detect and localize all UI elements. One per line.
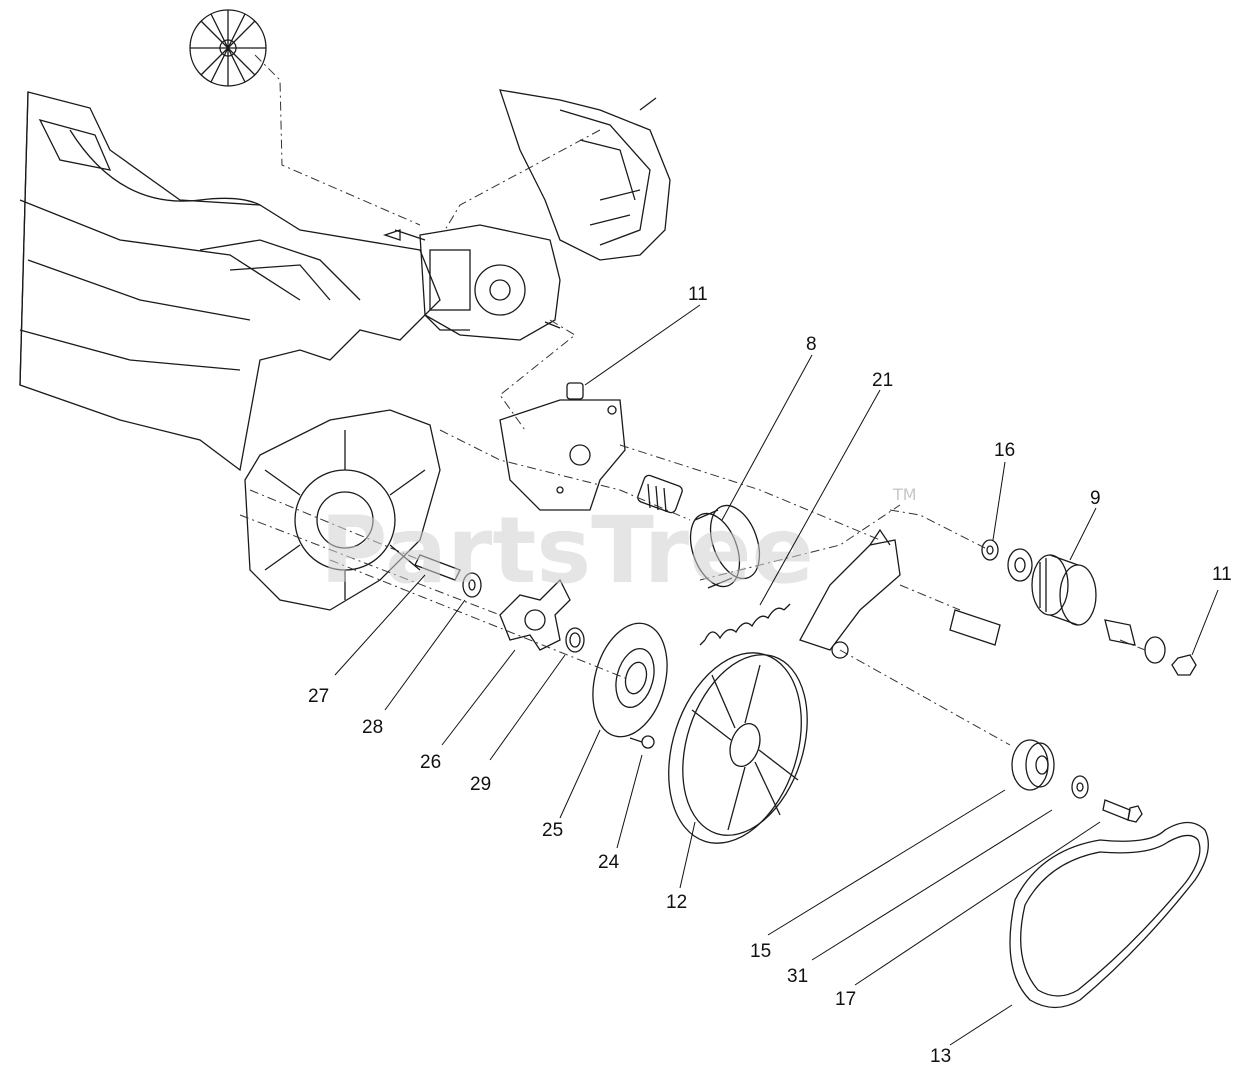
- mounting-plate: [424, 314, 626, 511]
- part-26-coupler: [499, 578, 571, 651]
- callout-15: 15: [750, 941, 771, 962]
- part-12-large-pulley: [668, 652, 808, 844]
- part-24-screw: [629, 735, 655, 749]
- part-17-bolt: [1102, 799, 1143, 823]
- callout-9: 9: [1090, 488, 1101, 509]
- callout-11-right: 11: [1212, 564, 1232, 585]
- part-27-bolt: [414, 554, 461, 581]
- callout-31: 31: [787, 966, 808, 987]
- callout-24: 24: [598, 852, 620, 873]
- watermark: PartsTree TM: [320, 485, 917, 604]
- part-11-nut-top: [566, 382, 584, 400]
- callout-8: 8: [806, 334, 817, 355]
- alignment-lines: [239, 54, 1146, 746]
- part-13-belt: [1009, 821, 1209, 1009]
- part-21-spring: [699, 603, 791, 646]
- part-16-washer: [981, 539, 999, 561]
- part-31-washer: [1071, 775, 1089, 799]
- housing-assembly: [19, 91, 441, 472]
- idler-arm: [799, 528, 901, 659]
- watermark-trademark: TM: [892, 485, 917, 504]
- motor: [382, 224, 561, 341]
- part-15-bearing: [1011, 739, 1055, 791]
- callout-11-top: 11: [688, 284, 708, 305]
- spacer: [1007, 548, 1033, 582]
- shaft-bushing: [1104, 619, 1166, 664]
- callout-16: 16: [994, 440, 1015, 461]
- callout-25: 25: [542, 820, 563, 841]
- watermark-text: PartsTree: [320, 497, 814, 604]
- part-29-ring: [565, 627, 585, 653]
- callout-13: 13: [930, 1046, 951, 1067]
- leader-lines: [334, 304, 1219, 1046]
- part-9-pulley: [1031, 554, 1097, 626]
- part-8-drive-pulley: [689, 504, 761, 589]
- callouts: 11 8 21 16 9 11 27 28 26 29 25 24 12 15 …: [308, 284, 1232, 1067]
- motor-cover: [499, 89, 671, 261]
- callout-27: 27: [308, 686, 329, 707]
- callout-17: 17: [835, 989, 856, 1010]
- idler-bolt: [949, 609, 1001, 646]
- part-28-washer: [462, 572, 482, 598]
- part-11-nut-right: [1171, 654, 1197, 676]
- callout-29: 29: [470, 774, 491, 795]
- part-25-hub: [592, 622, 668, 738]
- fan-impeller: [189, 9, 267, 87]
- callout-12: 12: [666, 892, 687, 913]
- callout-26: 26: [420, 752, 441, 773]
- callout-21: 21: [872, 370, 893, 391]
- callout-28: 28: [362, 717, 383, 738]
